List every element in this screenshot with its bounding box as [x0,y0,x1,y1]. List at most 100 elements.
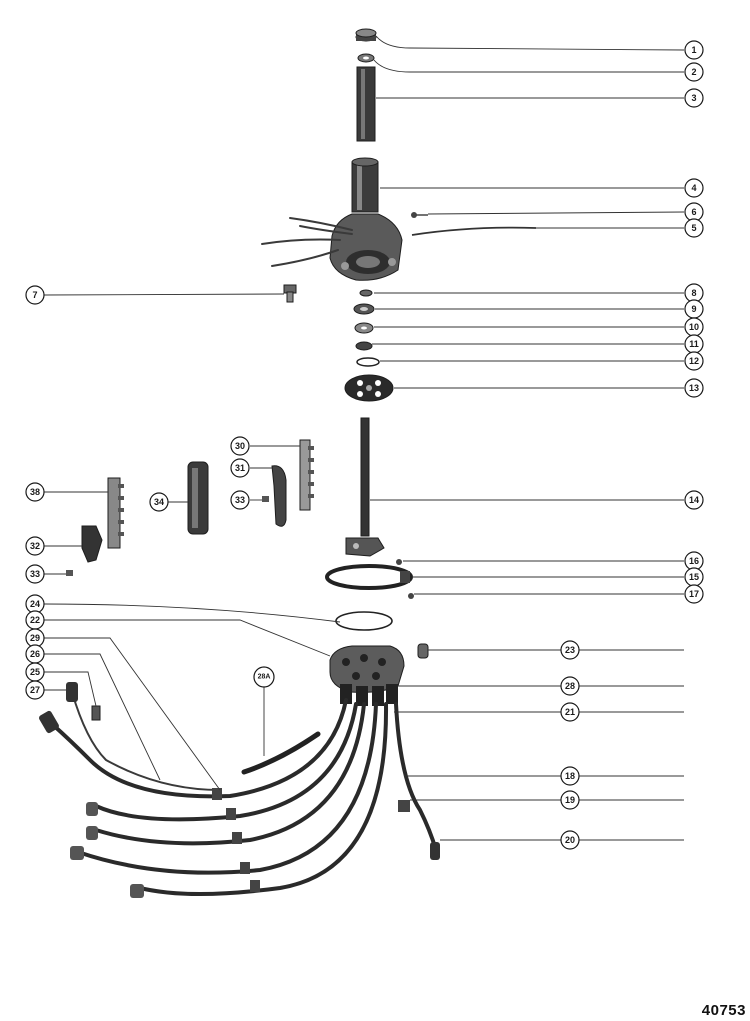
part-wire-5 [411,226,537,236]
callout-6: 6 [684,202,704,222]
callout-33-left: 33 [25,564,45,584]
part-nut-33b [262,496,269,502]
callout-24: 24 [25,594,45,614]
svg-text:6: 6 [691,207,696,217]
svg-text:20: 20 [565,835,575,845]
part-retainer-32 [81,525,103,563]
callout-33-right: 33 [230,490,250,510]
callout-21: 21 [560,702,580,722]
callout-9: 9 [684,299,704,319]
figure-number: 40753 [701,1002,746,1019]
svg-text:32: 32 [30,541,40,551]
callout-13: 13 [684,378,704,398]
svg-text:14: 14 [689,495,699,505]
svg-text:33: 33 [30,569,40,579]
part-lead-wires [261,217,353,267]
part-washer-2 [357,53,375,63]
svg-text:9: 9 [691,304,696,314]
svg-text:38: 38 [30,487,40,497]
callout-10: 10 [684,317,704,337]
svg-text:23: 23 [565,645,575,655]
svg-text:26: 26 [30,649,40,659]
part-spark-plug-wires [50,691,438,896]
svg-text:15: 15 [689,572,699,582]
part-washer-11 [355,341,373,351]
svg-text:25: 25 [30,667,40,677]
svg-text:11: 11 [689,339,699,349]
callout-15: 15 [684,567,704,587]
svg-text:8: 8 [691,288,696,298]
svg-text:2: 2 [691,67,696,77]
part-trigger-plate-13 [344,374,394,402]
callout-22: 22 [25,610,45,630]
callout-20: 20 [560,830,580,850]
svg-text:31: 31 [235,463,245,473]
part-terminal-23 [417,643,429,659]
part-bolt-7 [283,284,297,303]
part-cap-1 [355,28,377,42]
part-connector-25 [91,705,101,721]
callout-25: 25 [25,662,45,682]
callout-31: 31 [230,458,250,478]
callout-3: 3 [684,88,704,108]
svg-text:29: 29 [30,633,40,643]
callout-17: 17 [684,584,704,604]
svg-text:19: 19 [565,795,575,805]
callout-2: 2 [684,62,704,82]
callouts: 1 2 3 4 6 5 7 8 9 10 11 12 13 14 16 15 1… [25,40,704,850]
callout-4: 4 [684,178,704,198]
part-screw-16 [396,559,402,565]
svg-text:10: 10 [689,322,699,332]
part-bushing-9 [353,303,375,315]
part-bracket-38 [107,477,124,549]
part-wire-sleeves [212,788,410,892]
callout-29: 29 [25,628,45,648]
callout-19: 19 [560,790,580,810]
part-washer-8 [359,289,373,297]
svg-text:33: 33 [235,495,245,505]
svg-text:3: 3 [691,93,696,103]
part-plug-boots [39,682,440,898]
callout-8: 8 [684,283,704,303]
svg-text:24: 24 [30,599,40,609]
svg-text:12: 12 [689,356,699,366]
part-shaft-sleeve-3 [356,66,376,142]
svg-text:13: 13 [689,383,699,393]
callout-12: 12 [684,351,704,371]
part-clamp-15 [325,564,413,590]
part-nut-17 [408,593,414,599]
part-cover-34 [187,461,209,535]
callout-11: 11 [684,334,704,354]
svg-text:5: 5 [691,223,696,233]
svg-text:17: 17 [689,589,699,599]
part-ring-12 [356,357,380,367]
callout-7: 7 [25,285,45,305]
svg-text:21: 21 [565,707,575,717]
callout-5: 5 [684,218,704,238]
svg-text:1: 1 [691,45,696,55]
part-screw-6 [411,212,428,218]
part-clip-31 [271,465,287,527]
part-distributor-cap-22 [329,645,405,693]
callout-30: 30 [230,436,250,456]
svg-text:7: 7 [32,290,37,300]
part-bushing-10 [354,322,374,334]
callout-32: 32 [25,536,45,556]
svg-text:28A: 28A [258,674,271,681]
callout-26: 26 [25,644,45,664]
svg-text:30: 30 [235,441,245,451]
callout-16: 16 [684,551,704,571]
part-boots-21 [340,684,398,706]
callout-28a: 28A [253,666,275,688]
callout-18: 18 [560,766,580,786]
svg-text:34: 34 [154,497,164,507]
part-nut-33a [66,570,73,576]
callout-38: 38 [25,482,45,502]
svg-text:16: 16 [689,556,699,566]
svg-text:22: 22 [30,615,40,625]
part-oring-24 [335,611,393,631]
part-tube-28a [241,731,321,775]
callout-23: 23 [560,640,580,660]
part-bracket-30 [299,439,314,511]
